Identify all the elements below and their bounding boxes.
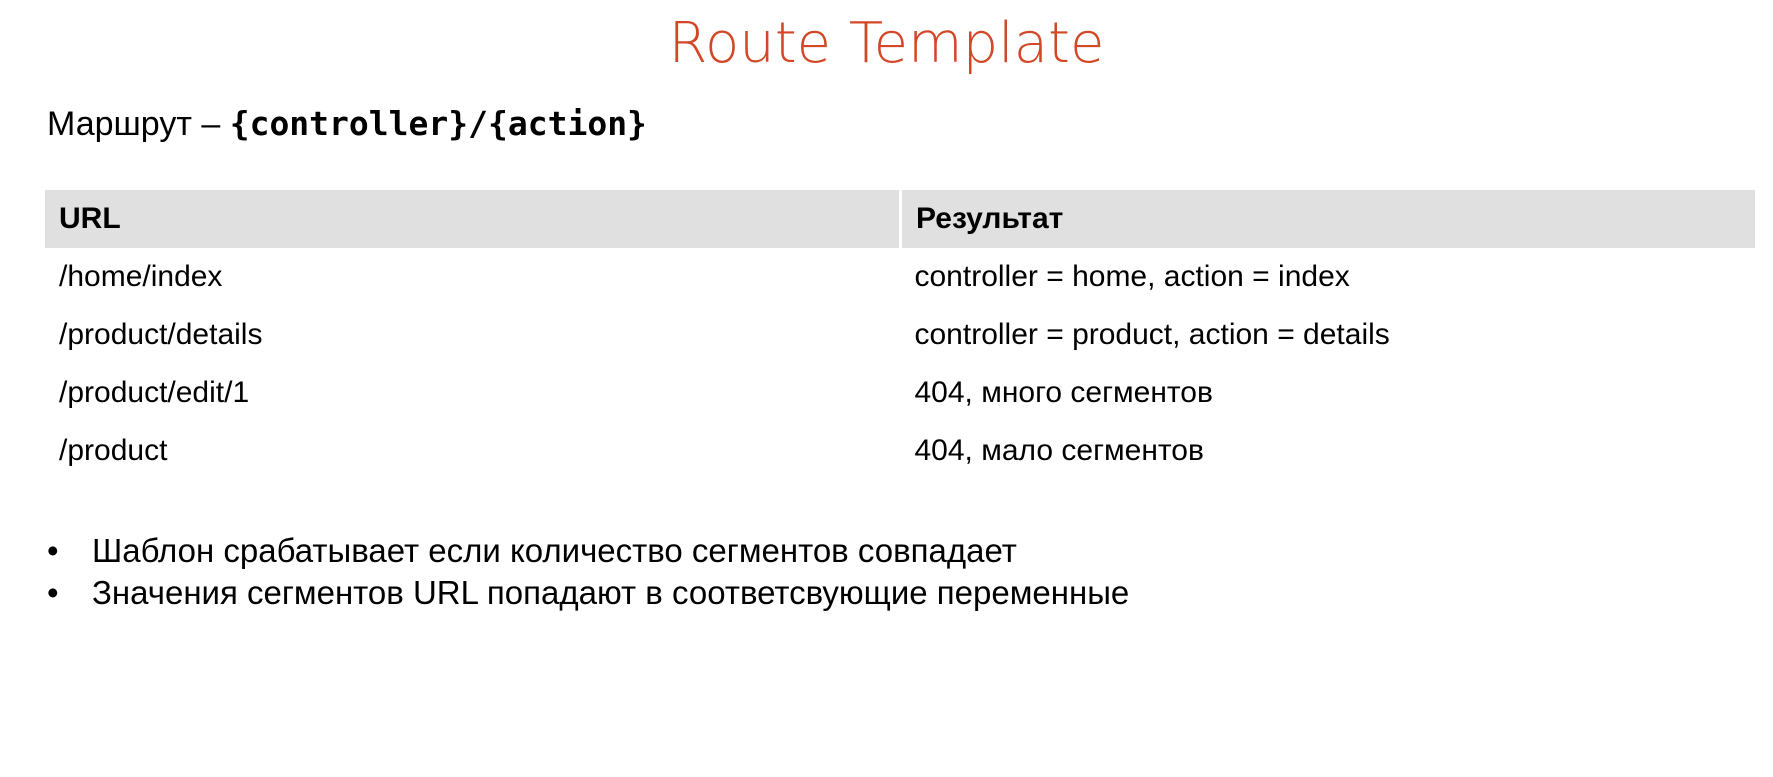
table-row: /product 404, мало сегментов bbox=[45, 422, 1755, 480]
bullet-list: • Шаблон срабатывает если количество сег… bbox=[47, 530, 1129, 614]
table-cell-result: controller = product, action = details bbox=[914, 318, 1390, 351]
bullet-item: • Значения сегментов URL попадают в соот… bbox=[47, 572, 1129, 614]
bullet-text: Значения сегментов URL попадают в соотве… bbox=[92, 574, 1130, 611]
table-row: /product/edit/1 404, много сегментов bbox=[45, 364, 1755, 422]
column-header-result: Результат bbox=[899, 190, 1755, 248]
table-row: /product/details controller = product, a… bbox=[45, 306, 1755, 364]
bullet-icon: • bbox=[47, 574, 59, 611]
table-cell-result: controller = home, action = index bbox=[914, 260, 1350, 293]
table-cell-result: 404, много сегментов bbox=[914, 376, 1213, 409]
table-cell-url: /product bbox=[59, 434, 168, 467]
table-cell-url: /product/edit/1 bbox=[59, 376, 250, 409]
route-template-line: Маршрут – {controller}/{action} bbox=[47, 100, 647, 148]
table-header-row: URL Результат bbox=[45, 190, 1755, 248]
slide-title: Route Template bbox=[668, 11, 1105, 76]
table-row: /home/index controller = home, action = … bbox=[45, 248, 1755, 306]
table-cell-url: /product/details bbox=[59, 318, 263, 351]
route-table: URL Результат /home/index controller = h… bbox=[45, 190, 1755, 480]
bullet-text: Шаблон срабатывает если количество сегме… bbox=[92, 532, 1017, 569]
route-label: Маршрут – bbox=[47, 105, 230, 143]
column-header-url: URL bbox=[45, 190, 901, 248]
route-template-code: {controller}/{action} bbox=[229, 104, 647, 143]
bullet-item: • Шаблон срабатывает если количество сег… bbox=[47, 530, 1129, 572]
table-cell-url: /home/index bbox=[59, 260, 223, 293]
table-cell-result: 404, мало сегментов bbox=[914, 434, 1204, 467]
bullet-icon: • bbox=[47, 532, 59, 569]
